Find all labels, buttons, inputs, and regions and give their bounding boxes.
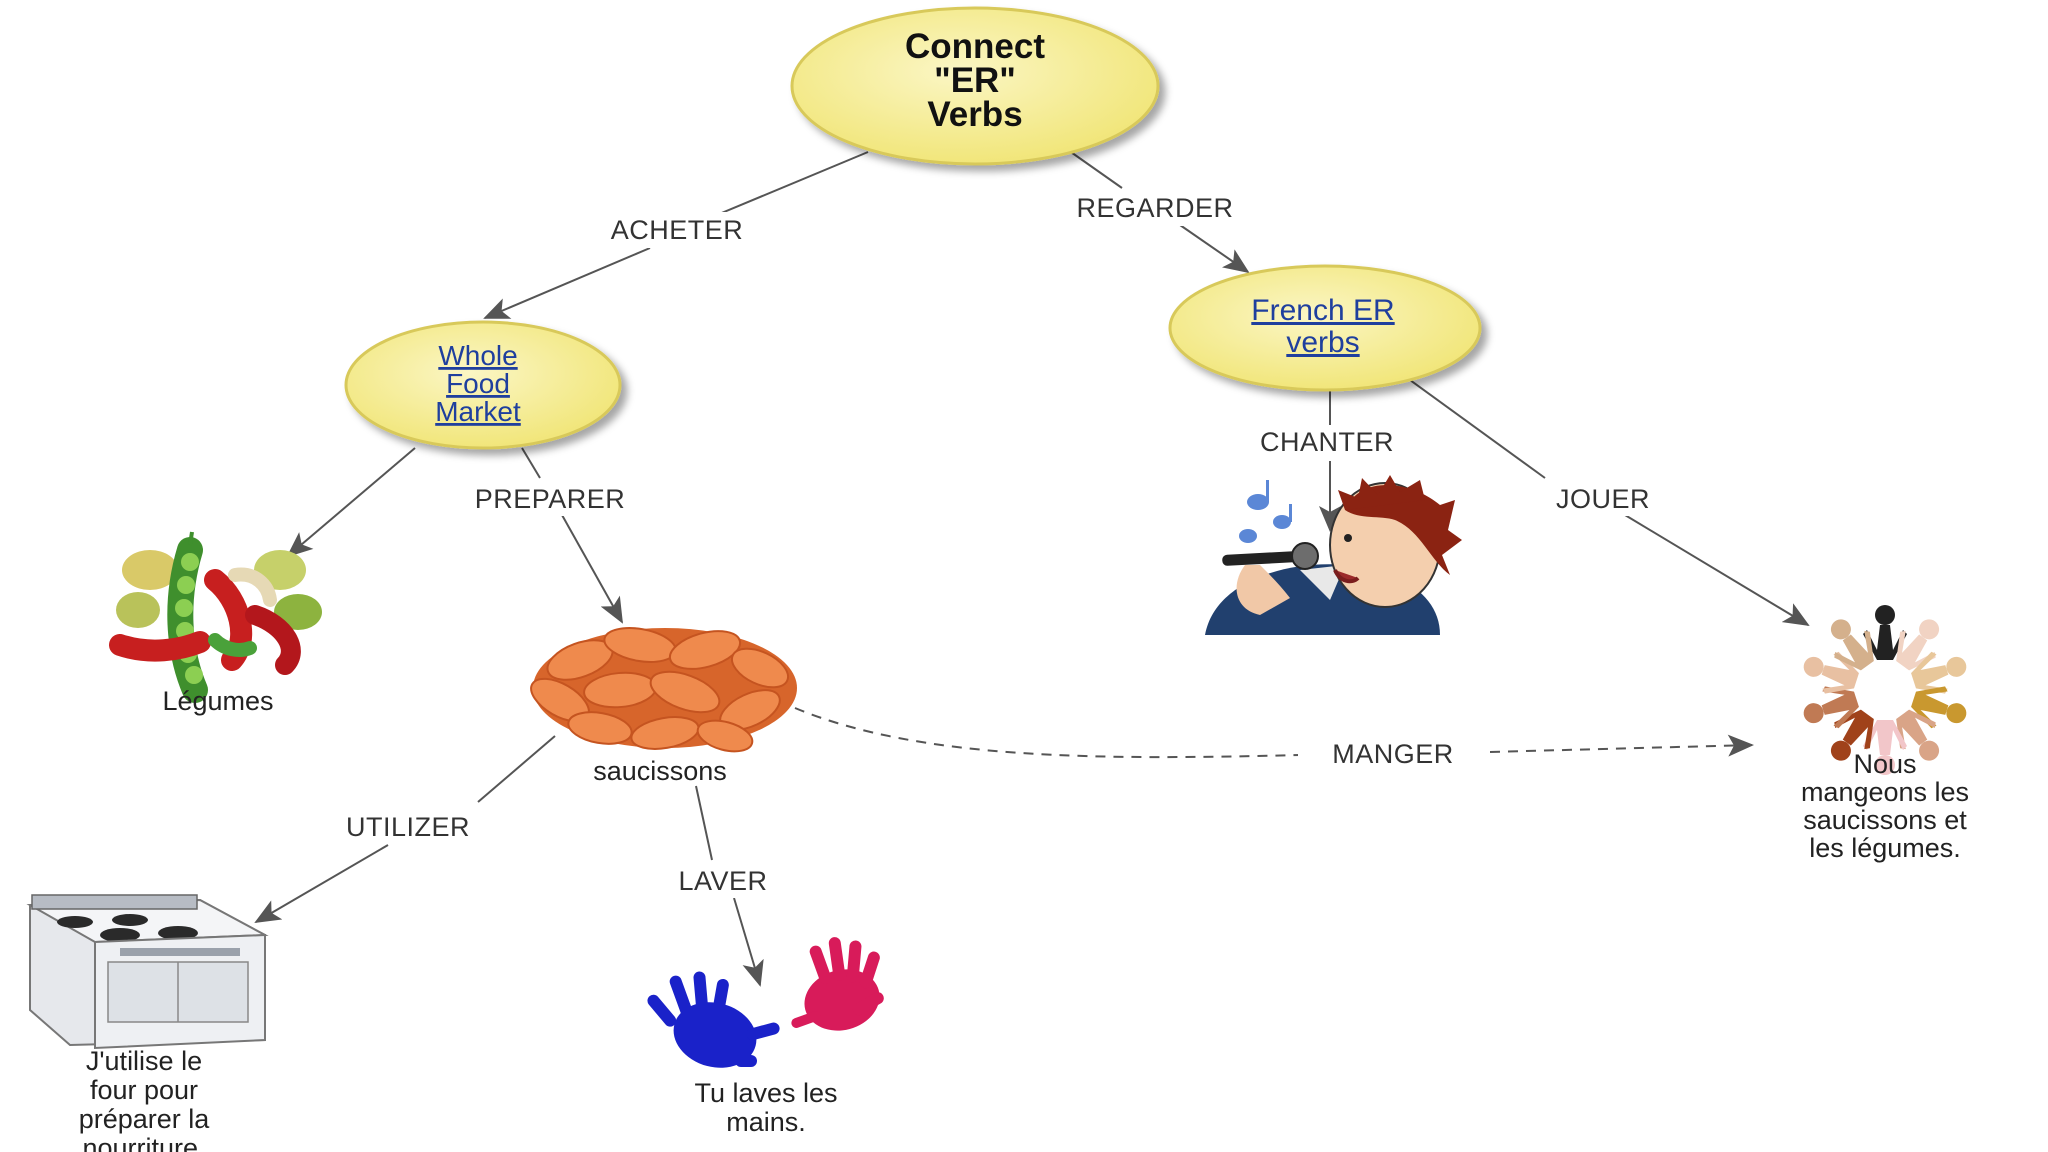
root-line-2: "ER" [934, 61, 1016, 100]
caption-nous-line-4: les légumes. [1809, 833, 1961, 863]
sausages-picture [530, 627, 797, 753]
caption-four-line-3: préparer la [79, 1104, 211, 1134]
caption-mains: Tu laves les mains. [694, 1078, 837, 1137]
line-manger-people [1489, 734, 1754, 757]
french-er-line-2[interactable]: verbs [1286, 326, 1359, 359]
people-circle-picture [1803, 605, 1967, 775]
caption-four-line-1: J'utilise le [86, 1046, 202, 1076]
label-manger: MANGER [1332, 739, 1454, 769]
line-utilizer-stove [254, 844, 389, 924]
line-sausages-manger [794, 707, 1301, 759]
caption-four-line-2: four pour [90, 1075, 198, 1105]
line-saucissons-laver [695, 785, 713, 861]
root-line-1: Connect [905, 27, 1045, 66]
caption-four-line-4: nourriture. [82, 1133, 205, 1152]
caption-four: J'utilise le four pour préparer la nourr… [79, 1046, 211, 1152]
caption-mains-line-2: mains. [726, 1107, 806, 1137]
caption-saucissons: saucissons [593, 756, 727, 786]
label-preparer: PREPARER [475, 484, 626, 514]
label-chanter: CHANTER [1260, 427, 1394, 457]
caption-nous: Nous mangeons les saucissons et les légu… [1801, 749, 1969, 863]
line-laver-hands [733, 897, 764, 987]
node-root[interactable]: Connect "ER" Verbs [790, 6, 1160, 166]
caption-legumes: Légumes [162, 686, 273, 716]
node-french-er-verbs[interactable]: French ER verbs [1168, 264, 1482, 392]
hand-prints-picture [647, 937, 884, 1068]
label-acheter: ACHETER [611, 215, 744, 245]
caption-nous-line-1: Nous [1853, 749, 1916, 779]
root-line-3: Verbs [927, 95, 1022, 134]
link-labels: ACHETER REGARDER CHANTER JOUER PREPARER … [312, 190, 1680, 898]
line-preparer-sausages [561, 514, 623, 624]
label-laver: LAVER [678, 866, 767, 896]
whole-food-line-1[interactable]: Whole [438, 340, 517, 371]
line-jouer-people [1624, 514, 1810, 627]
whole-food-line-2[interactable]: Food [446, 368, 510, 399]
connection-lines [254, 149, 1810, 987]
line-root-regarder [1067, 149, 1123, 189]
caption-nous-line-3: saucissons et [1803, 805, 1967, 835]
line-wholefood-legumes [286, 447, 416, 558]
node-whole-food-market[interactable]: Whole Food Market [344, 320, 622, 450]
caption-mains-line-1: Tu laves les [694, 1078, 837, 1108]
caption-nous-line-2: mangeons les [1801, 777, 1969, 807]
line-root-acheter [699, 151, 869, 223]
vegetables-picture [109, 531, 322, 703]
line-regarder-french [1179, 224, 1250, 274]
label-jouer: JOUER [1556, 484, 1650, 514]
line-acheter-wholefood [483, 247, 651, 319]
line-french-jouer [1409, 379, 1546, 479]
singer-picture [1205, 475, 1462, 635]
whole-food-line-3[interactable]: Market [435, 396, 521, 427]
label-regarder: REGARDER [1076, 193, 1233, 223]
line-wholefood-preparer [521, 447, 541, 479]
stove-picture [26, 894, 269, 1050]
french-er-line-1[interactable]: French ER [1251, 294, 1394, 327]
label-utilizer: UTILIZER [346, 812, 470, 842]
line-saucissons-utilizer [477, 735, 556, 803]
